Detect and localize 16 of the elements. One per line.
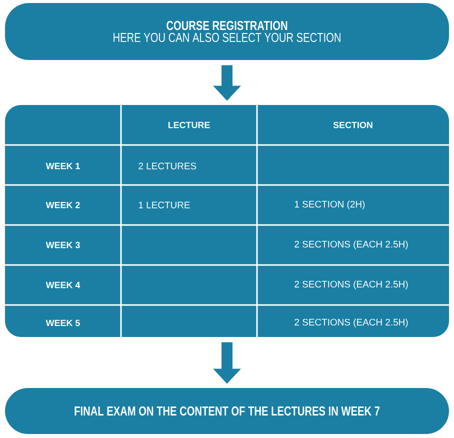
row-header: WEEK 2 [46, 202, 80, 208]
cell-text: 2 SECTIONS (EACH 2.5H) [294, 318, 408, 328]
row-header: WEEK 4 [46, 282, 80, 288]
schedule-table [5, 105, 449, 337]
cell-text: 1 SECTION (2H) [294, 200, 365, 210]
cell-text: 2 LECTURES [138, 162, 196, 170]
cell-text: 2 SECTIONS (EACH 2.5H) [294, 280, 408, 290]
final-exam-box: FINAL EXAM ON THE CONTENT OF THE LECTURES IN WEEK 7 [5, 388, 449, 434]
row-header: WEEK 1 [46, 162, 80, 170]
cell-text: 1 LECTURE [138, 202, 190, 208]
row-header: WEEK 5 [46, 320, 80, 326]
row-header: WEEK 3 [46, 242, 80, 248]
cell-text: 2 SECTIONS (EACH 2.5H) [294, 240, 408, 250]
column-header: LECTURE [168, 122, 210, 128]
registration-box: COURSE REGISTRATION HERE YOU CAN ALSO SELECT YOUR SECTION [5, 3, 449, 60]
column-header: SECTION [333, 122, 372, 128]
